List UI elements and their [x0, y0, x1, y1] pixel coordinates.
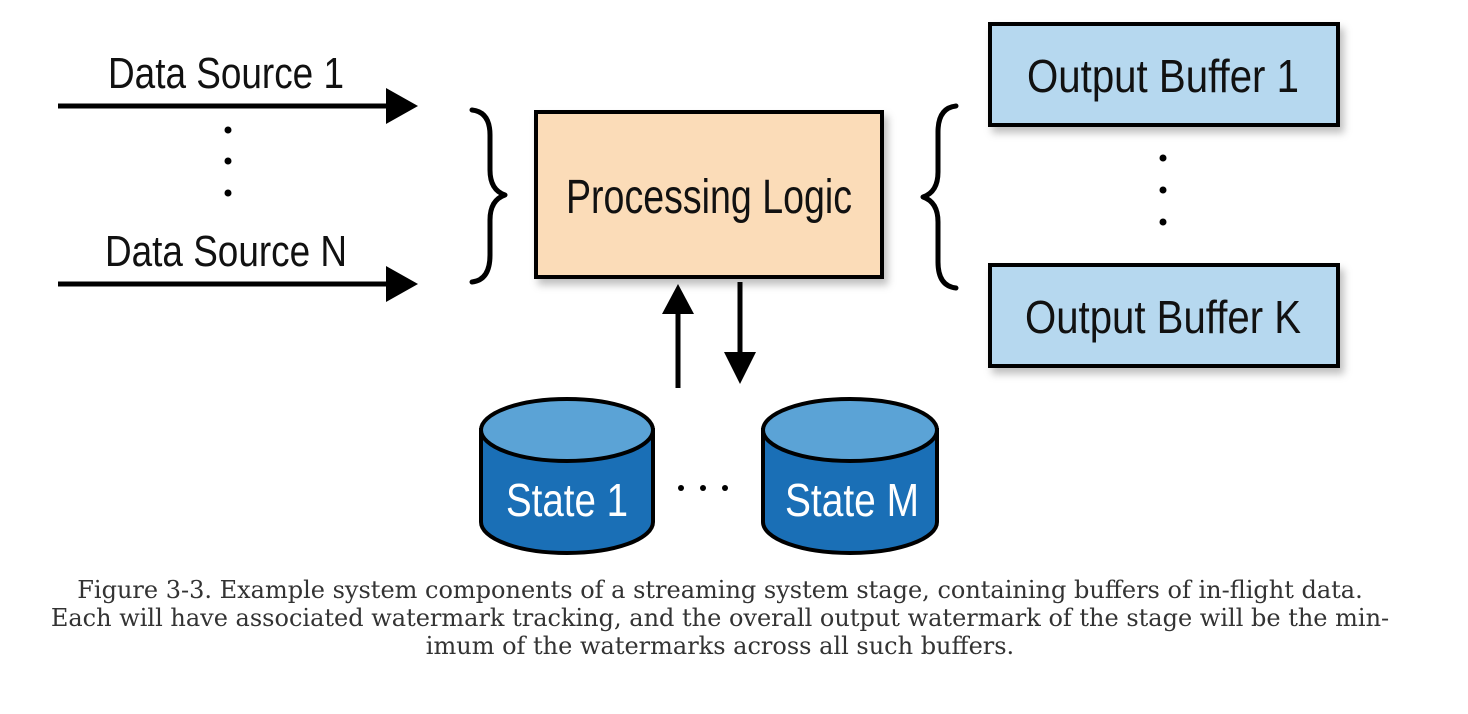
left-brace [469, 107, 508, 285]
output-buffer-1-box [988, 22, 1340, 127]
states-ellipsis [678, 485, 728, 491]
state-m-cylinder [761, 397, 939, 555]
caption-line-3: imum of the watermarks across all such b… [425, 632, 1015, 660]
processing-logic-label: Processing Logic [566, 171, 852, 224]
state-1-label: State 1 [506, 474, 628, 526]
data-source-n-label: Data Source N [105, 227, 347, 276]
data-source-1-label: Data Source 1 [108, 49, 344, 98]
output-buffer-k-box [988, 263, 1340, 368]
right-brace [920, 103, 959, 291]
figure-caption: Figure 3-3. Example system components of… [0, 576, 1440, 660]
data-source-1-arrow [58, 88, 418, 124]
output-buffer-1-label: Output Buffer 1 [1027, 50, 1299, 102]
state-1-cylinder [479, 397, 655, 555]
sources-ellipsis [224, 126, 232, 197]
output-buffer-k-label: Output Buffer K [1025, 291, 1301, 343]
outputs-ellipsis [1159, 154, 1167, 226]
processing-logic-box [534, 110, 884, 279]
caption-line-1: Figure 3-3. Example system components of… [77, 576, 1363, 604]
state-m-label: State M [785, 474, 919, 526]
processing-to-state-arrow [724, 282, 756, 384]
state-to-processing-arrow [662, 284, 694, 388]
data-source-n-arrow [58, 266, 418, 302]
caption-line-2: Each will have associated watermark trac… [50, 604, 1390, 632]
